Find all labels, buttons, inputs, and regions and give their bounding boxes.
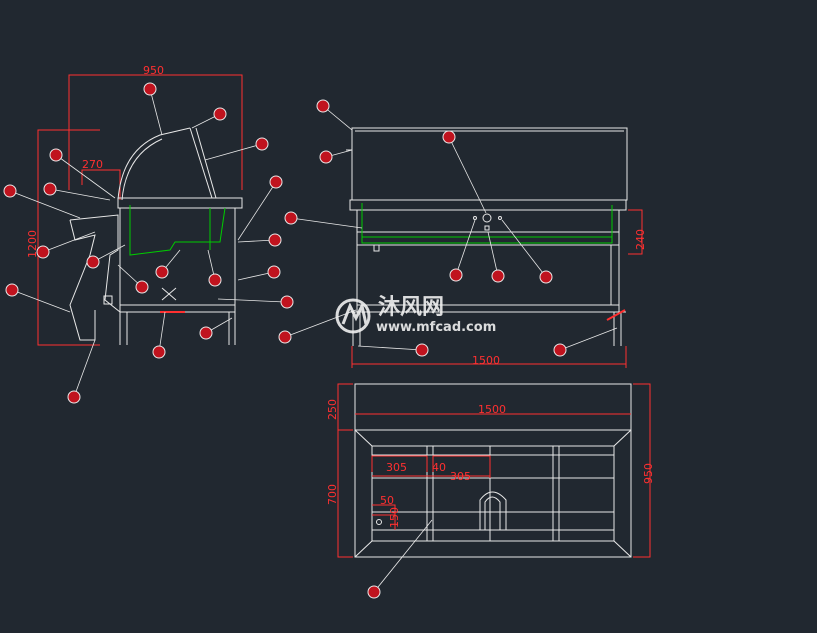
callout-balloon (36, 245, 50, 259)
dim-plan-drain-x: 50 (380, 494, 394, 507)
callout-balloon (539, 270, 553, 284)
callout-balloon (367, 585, 381, 599)
callout-balloon (284, 211, 298, 225)
dim-plan-gap: 40 (432, 461, 446, 474)
callout-balloon (255, 137, 269, 151)
watermark-brand: 沐风网 (378, 295, 444, 320)
dim-plan-depth: 950 (642, 463, 655, 484)
dim-side-inner: 270 (82, 158, 103, 171)
dim-side-width: 950 (143, 64, 164, 77)
dim-plan-drain-y: 150 (388, 507, 401, 528)
callout-balloon (269, 175, 283, 189)
callout-balloon (213, 107, 227, 121)
dim-plan-back: 250 (326, 399, 339, 420)
callout-balloon (199, 326, 213, 340)
callout-balloon (135, 280, 149, 294)
side-view (37, 74, 243, 346)
callout-balloon (3, 184, 17, 198)
callout-balloon (415, 343, 429, 357)
callout-balloon (155, 265, 169, 279)
callout-balloon (267, 265, 281, 279)
callout-balloon (442, 130, 456, 144)
dim-plan-pan-b: 305 (450, 470, 471, 483)
callout-balloon (143, 82, 157, 96)
watermark: 沐风网 www.mfcad.com (335, 295, 496, 335)
dim-front-height: 240 (634, 229, 647, 250)
callout-balloon (319, 150, 333, 164)
dim-plan-pan-a: 305 (386, 461, 407, 474)
dim-plan-width: 1500 (478, 403, 506, 416)
callout-balloon (86, 255, 100, 269)
dim-plan-front: 700 (326, 484, 339, 505)
callout-balloon (278, 330, 292, 344)
watermark-url: www.mfcad.com (376, 320, 496, 335)
callout-balloon (43, 182, 57, 196)
plan-view (337, 383, 651, 558)
callout-balloon (49, 148, 63, 162)
callout-balloon (316, 99, 330, 113)
callout-balloon (449, 268, 463, 282)
mf-logo-icon (335, 298, 371, 334)
dimension-labels: 950 1200 270 1500 240 1500 950 250 700 3… (26, 64, 655, 528)
dim-side-height: 1200 (26, 230, 39, 258)
plan-leaders (373, 519, 433, 593)
callout-balloon (152, 345, 166, 359)
dim-front-width: 1500 (472, 354, 500, 367)
callout-balloon (280, 295, 294, 309)
callout-balloon (67, 390, 81, 404)
callout-balloons (3, 82, 567, 599)
front-view (346, 127, 643, 368)
callout-balloon (553, 343, 567, 357)
callout-balloon (268, 233, 282, 247)
callout-balloon (5, 283, 19, 297)
callout-balloon (208, 273, 222, 287)
front-leaders (284, 105, 618, 351)
callout-balloon (491, 269, 505, 283)
